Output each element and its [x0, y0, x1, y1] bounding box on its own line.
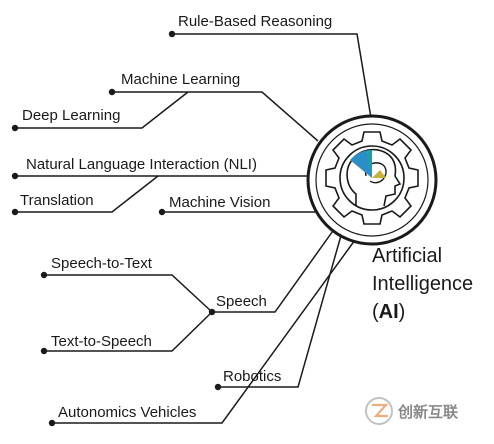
dot-text-to-speech: [40, 347, 48, 355]
center-title-line1: Artificial: [372, 245, 442, 267]
dot-rule-based: [168, 30, 176, 38]
watermark: 创新互联: [365, 397, 459, 425]
label-text-to-speech: Text-to-Speech: [51, 333, 152, 350]
center-title: Artificial Intelligence (AI): [372, 245, 473, 323]
dot-autonomics: [48, 419, 56, 427]
dot-speech: [208, 308, 216, 316]
accent-blue-segment: [350, 149, 372, 178]
dot-machine-learning: [108, 88, 116, 96]
dot-speech-to-text: [40, 271, 48, 279]
dot-robotics: [214, 383, 222, 391]
branch-labels: Rule-Based Reasoning Machine Learning De…: [20, 13, 332, 421]
logo-icon: [365, 397, 393, 425]
gear-icon: [325, 131, 419, 225]
label-translation: Translation: [20, 192, 94, 209]
label-machine-learning: Machine Learning: [121, 71, 240, 88]
dot-translation: [11, 208, 19, 216]
connector-speech: [212, 227, 336, 313]
connector-deep-learning: [15, 91, 189, 129]
label-rule-based-reasoning: Rule-Based Reasoning: [178, 13, 332, 30]
label-speech: Speech: [216, 293, 267, 310]
dot-deep-learning: [11, 124, 19, 132]
center-title-line3: (AI): [372, 301, 405, 323]
connector-machine-learning: [112, 91, 319, 142]
label-nli: Natural Language Interaction (NLI): [26, 156, 257, 173]
head-profile-icon: [346, 148, 402, 207]
connector-rule-based: [172, 33, 373, 125]
dot-machine-vision: [158, 208, 166, 216]
label-speech-to-text: Speech-to-Text: [51, 255, 153, 272]
center-title-line2: Intelligence: [372, 273, 473, 295]
accent-teal-segment-2: [366, 150, 372, 178]
accent-yellow-segment: [372, 170, 386, 178]
connector-robotics: [218, 231, 343, 388]
label-deep-learning: Deep Learning: [22, 107, 120, 124]
dot-nli: [11, 172, 19, 180]
gear-head-icon: [306, 114, 438, 246]
watermark-text: 创新互联: [397, 403, 459, 421]
endpoint-dots: [11, 30, 222, 427]
label-machine-vision: Machine Vision: [169, 194, 270, 211]
connector-translation: [15, 175, 159, 213]
label-autonomics-vehicles: Autonomics Vehicles: [58, 404, 196, 421]
connectors: [15, 33, 373, 424]
label-robotics: Robotics: [223, 368, 281, 385]
connector-autonomics: [52, 239, 356, 424]
connector-text-to-speech: [44, 311, 213, 352]
connector-speech-to-text: [44, 274, 213, 313]
